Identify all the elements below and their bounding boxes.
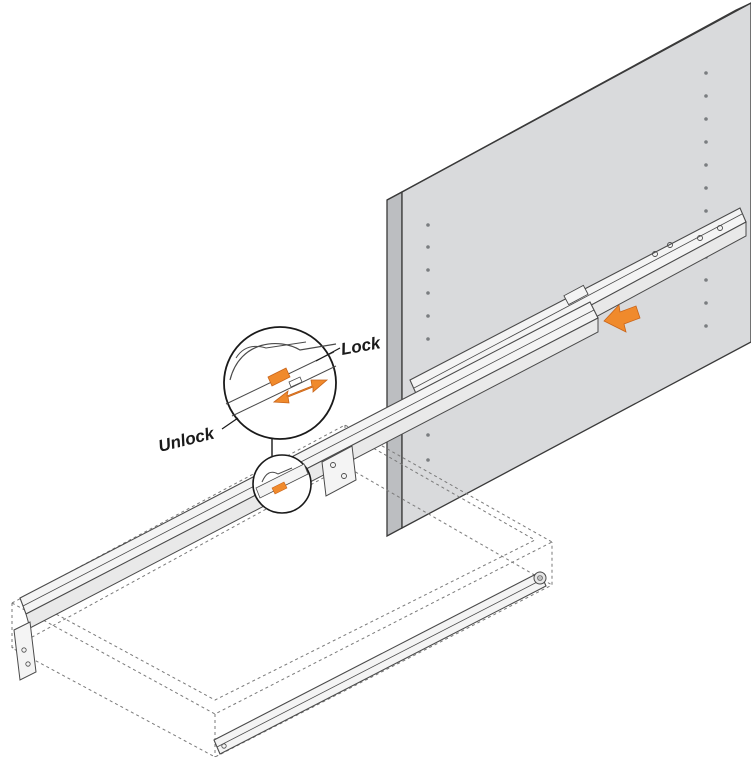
cabinet-side-panel — [386, 2, 751, 538]
lock-leader-line — [315, 347, 341, 362]
lock-lever-detail-circle — [252, 454, 312, 514]
panel-front-edge — [386, 190, 403, 538]
unlock-label: Unlock — [156, 423, 217, 456]
panel-face — [401, 2, 751, 530]
orange-double-arrow-icon — [272, 379, 329, 404]
orange-left-arrow-icon — [603, 304, 641, 333]
lock-lever-magnified-callout — [223, 326, 337, 440]
panel-top-edge — [386, 2, 751, 201]
drawer-slide-member — [13, 301, 599, 681]
unlock-leader-line — [221, 417, 239, 430]
lock-label: Lock — [339, 333, 383, 359]
lower-slide-member — [213, 571, 547, 755]
